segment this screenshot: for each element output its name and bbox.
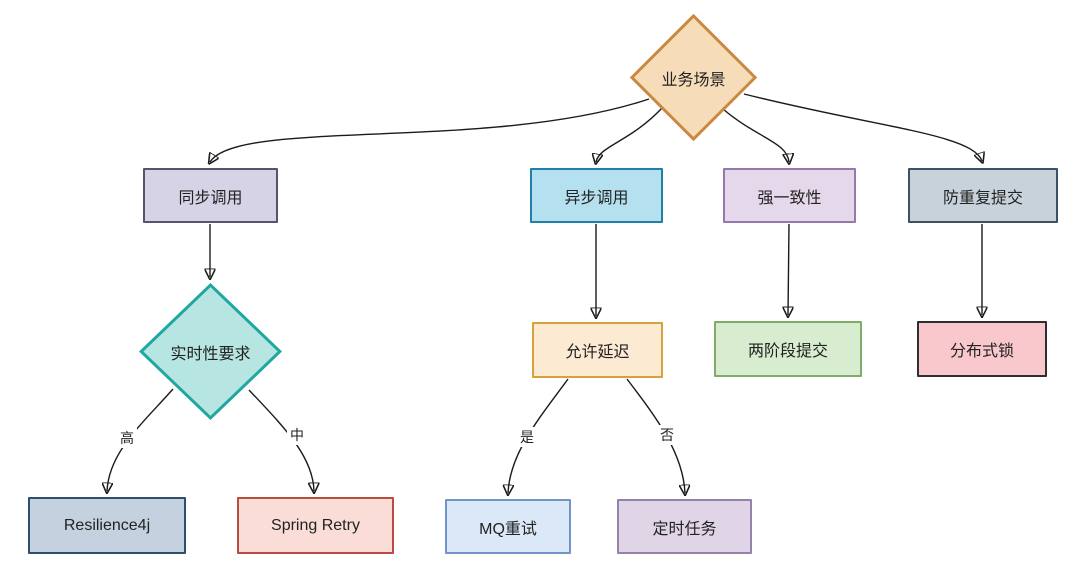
node-strong-consistency: 强一致性 — [723, 168, 856, 223]
node-label: 允许延迟 — [565, 344, 630, 361]
diamond-shape — [630, 14, 757, 141]
node-realtime-requirement: 实时性要求 — [139, 283, 282, 420]
node-label: 强一致性 — [757, 189, 822, 207]
node-label: Resilience4j — [63, 516, 151, 534]
edge-business-scenario-to-strong-consistency — [722, 108, 789, 162]
edge-business-scenario-to-sync-call — [210, 98, 650, 162]
edge-strong-consistency-to-two-phase-commit — [788, 223, 789, 315]
node-prevent-duplicate: 防重复提交 — [908, 168, 1058, 223]
node-label: 业务场景 — [661, 71, 726, 89]
node-allow-delay: 允许延迟 — [532, 322, 663, 378]
node-distributed-lock: 分布式锁 — [917, 321, 1047, 377]
node-label: 同步调用 — [178, 189, 243, 207]
node-resilience4j: Resilience4j — [28, 497, 186, 554]
edge-label-medium: 中 — [287, 425, 307, 445]
node-scheduled-task: 定时任务 — [617, 499, 752, 554]
node-async-call: 异步调用 — [530, 168, 663, 223]
node-label: 两阶段提交 — [747, 343, 828, 360]
node-sync-call: 同步调用 — [143, 168, 278, 223]
diamond-shape — [139, 283, 282, 420]
node-spring-retry: Spring Retry — [237, 497, 394, 554]
edge-label-yes: 是 — [517, 427, 537, 447]
node-business-scenario: 业务场景 — [630, 14, 757, 141]
node-label: 实时性要求 — [170, 345, 251, 363]
edge-label-no: 否 — [657, 425, 677, 445]
edge-label-high: 高 — [117, 428, 137, 448]
edge-business-scenario-to-prevent-duplicate — [743, 93, 982, 161]
node-mq-retry: MQ重试 — [445, 499, 571, 554]
node-label: 定时任务 — [652, 520, 717, 538]
edge-business-scenario-to-async-call — [596, 107, 663, 162]
node-label: 分布式锁 — [949, 343, 1014, 360]
node-label: MQ重试 — [479, 520, 537, 538]
node-label: 异步调用 — [564, 189, 629, 207]
node-label: 防重复提交 — [942, 189, 1023, 207]
node-label: Spring Retry — [271, 516, 360, 534]
node-two-phase-commit: 两阶段提交 — [714, 321, 862, 377]
